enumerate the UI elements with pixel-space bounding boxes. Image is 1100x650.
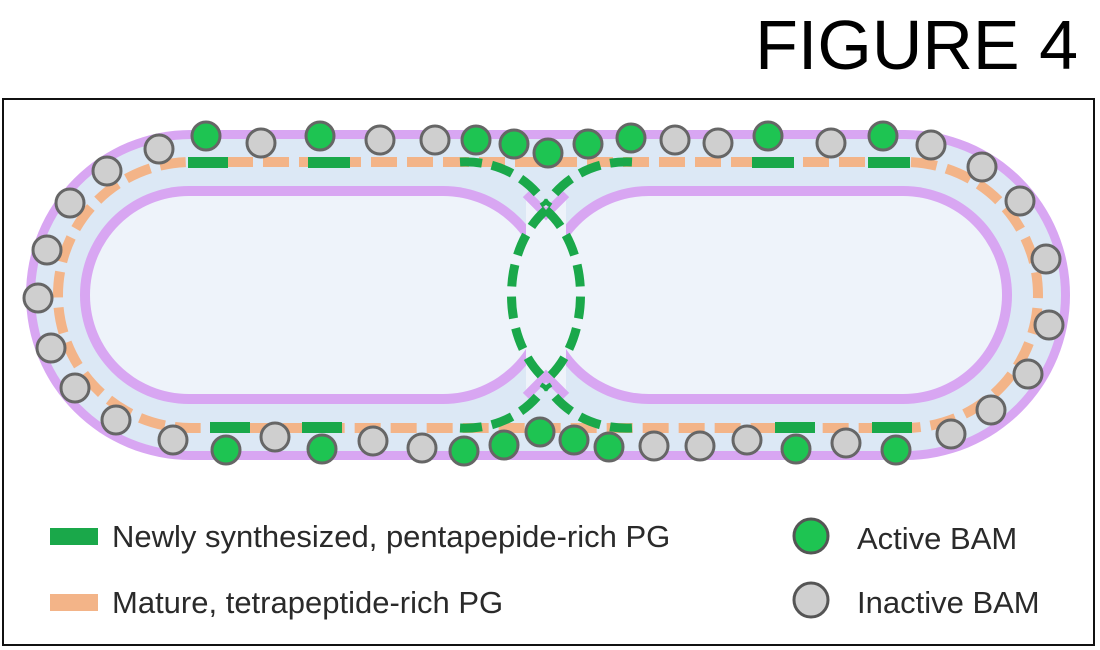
inactive-bam xyxy=(157,424,189,456)
active-bam xyxy=(572,128,604,160)
inactive-bam xyxy=(357,425,389,457)
septal-pg-top-left xyxy=(459,157,550,208)
cytoplasm-right xyxy=(550,196,1002,394)
septum-region xyxy=(526,196,566,394)
new-pg-patch xyxy=(302,422,342,433)
inactive-bam xyxy=(22,282,54,314)
legend-new-pg-label: Newly synthesized, pentapepide-rich PG xyxy=(112,519,671,554)
active-bam xyxy=(306,433,338,465)
bam-complexes xyxy=(22,120,1065,467)
active-bam xyxy=(524,416,556,448)
active-bam xyxy=(304,120,336,152)
inactive-bam xyxy=(419,124,451,156)
inactive-bam xyxy=(1030,243,1062,275)
new-pg-patch xyxy=(188,157,228,168)
legend-active-bam-label: Active BAM xyxy=(857,521,1018,556)
legend-mature-pg-swatch xyxy=(50,594,98,611)
inactive-bam xyxy=(815,127,847,159)
inactive-bam xyxy=(59,372,91,404)
septal-ring-right xyxy=(542,206,585,384)
inactive-bam xyxy=(638,430,670,462)
inactive-bam xyxy=(966,151,998,183)
active-bam xyxy=(460,124,492,156)
new-pg-patch xyxy=(872,422,912,433)
inactive-bam xyxy=(364,124,396,156)
new-pg-patches xyxy=(188,157,912,433)
active-bam xyxy=(880,434,912,466)
inactive-bam xyxy=(143,133,175,165)
new-pg-patch xyxy=(868,157,910,168)
septal-pg-bottom-left xyxy=(459,382,550,433)
legend-mature-pg-label: Mature, tetrapeptide-rich PG xyxy=(112,585,504,620)
inactive-bam xyxy=(259,421,291,453)
active-bam xyxy=(498,128,530,160)
legend-inactive-bam-label: Inactive BAM xyxy=(857,585,1040,620)
active-bam xyxy=(190,120,222,152)
inactive-bam xyxy=(659,124,691,156)
active-bam xyxy=(752,120,784,152)
inactive-bam xyxy=(91,155,123,187)
legend-new-pg-swatch xyxy=(50,528,98,545)
inactive-bam xyxy=(406,432,438,464)
cytoplasm-left xyxy=(90,196,542,394)
new-pg-patch xyxy=(775,422,815,433)
inactive-bam xyxy=(35,332,67,364)
inactive-bam xyxy=(1012,358,1044,390)
new-pg-patch xyxy=(308,157,350,168)
septal-ring-left xyxy=(507,206,550,384)
inactive-bam xyxy=(245,127,277,159)
active-bam xyxy=(448,435,480,467)
inactive-bam xyxy=(1004,185,1036,217)
inactive-bam xyxy=(702,127,734,159)
figure-title: FIGURE 4 xyxy=(755,6,1078,84)
legend-active-bam-swatch xyxy=(792,517,830,555)
active-bam xyxy=(558,424,590,456)
active-bam xyxy=(867,120,899,152)
new-pg-patch xyxy=(210,422,250,433)
inactive-bam xyxy=(830,427,862,459)
active-bam xyxy=(615,122,647,154)
septal-pg-top-right xyxy=(542,157,633,208)
inactive-bam xyxy=(54,187,86,219)
active-bam xyxy=(593,431,625,463)
inactive-bam xyxy=(31,234,63,266)
legend-inactive-bam-swatch xyxy=(792,581,830,619)
inactive-bam xyxy=(915,129,947,161)
inactive-bam xyxy=(935,418,967,450)
new-pg-patch xyxy=(752,157,794,168)
inactive-bam xyxy=(684,430,716,462)
inactive-bam xyxy=(975,394,1007,426)
septal-new-pg xyxy=(459,157,633,433)
septum-membrane-bottom xyxy=(522,369,570,400)
active-bam xyxy=(488,429,520,461)
inactive-bam xyxy=(100,404,132,436)
active-bam xyxy=(532,137,564,169)
inactive-bam xyxy=(1033,309,1065,341)
active-bam xyxy=(210,434,242,466)
active-bam xyxy=(780,433,812,465)
inactive-bam xyxy=(731,424,763,456)
septal-pg-bottom-right xyxy=(542,382,633,433)
